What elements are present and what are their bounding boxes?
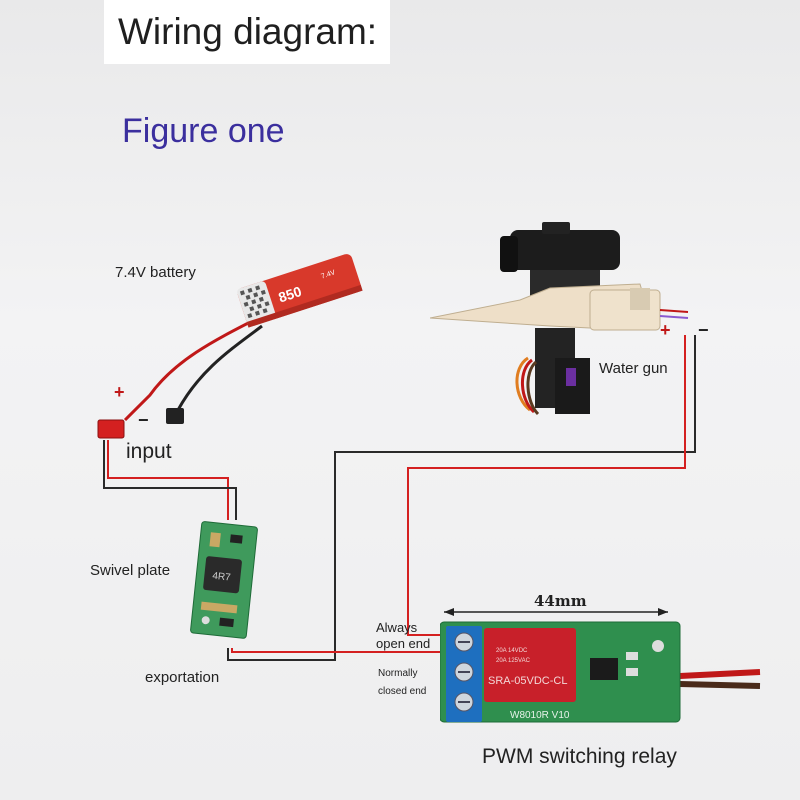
inductor-label: 4R7 — [212, 571, 232, 584]
relay-signal-wires-brown — [679, 681, 761, 689]
gun-plus-sign: + — [660, 320, 671, 340]
battery-voltage: 7.4V — [320, 269, 336, 280]
battery-red-wire — [123, 316, 259, 422]
input-label: input — [126, 440, 172, 463]
input-black-wire — [103, 440, 237, 520]
always-open-text: Always open end — [376, 620, 431, 651]
swivel-plate-module: 4R7 — [190, 521, 258, 639]
battery-logo: 850 — [276, 283, 303, 306]
battery-label: 7.4V battery — [115, 264, 196, 281]
dimension-label: 44mm — [534, 592, 587, 610]
relay-signal-wires-red — [679, 669, 761, 679]
relay-model: SRA-05VDC-CL — [488, 675, 567, 687]
battery-black-wire — [176, 324, 263, 418]
relay-rating-1: 20A 14VDC — [496, 648, 528, 654]
relay-rating-2: 20A 125VAC — [496, 658, 531, 664]
exportation-label: exportation — [145, 669, 220, 686]
relay-label: PWM switching relay — [482, 745, 677, 768]
water-gun — [430, 222, 689, 416]
jst-connector — [97, 408, 184, 439]
relay-signal-wires-white — [679, 657, 761, 671]
normally-closed-text: Normally closed end — [378, 668, 427, 697]
figure-label: Figure one — [122, 112, 285, 150]
input-plus-sign: + — [114, 382, 125, 402]
input-red-wire — [107, 440, 229, 520]
page-title: Wiring diagram: — [104, 0, 390, 64]
swivel-plate-label: Swivel plate — [90, 562, 171, 579]
always-open-label: Always open end — [376, 620, 430, 652]
battery-pack: 850 7.4V — [237, 254, 363, 328]
water-gun-label: Water gun — [599, 360, 668, 377]
gun-minus-sign: − — [698, 320, 709, 340]
board-marking: W8010R V10 — [510, 710, 570, 721]
normally-closed-label: Normally closed end — [378, 664, 426, 700]
pwm-relay-board: 20A 14VDC 20A 125VAC SRA-05VDC-CL W8010R… — [440, 621, 681, 723]
input-minus-sign: − — [138, 410, 149, 430]
output-black-wire — [227, 335, 696, 661]
gun-red-wire — [407, 335, 686, 636]
